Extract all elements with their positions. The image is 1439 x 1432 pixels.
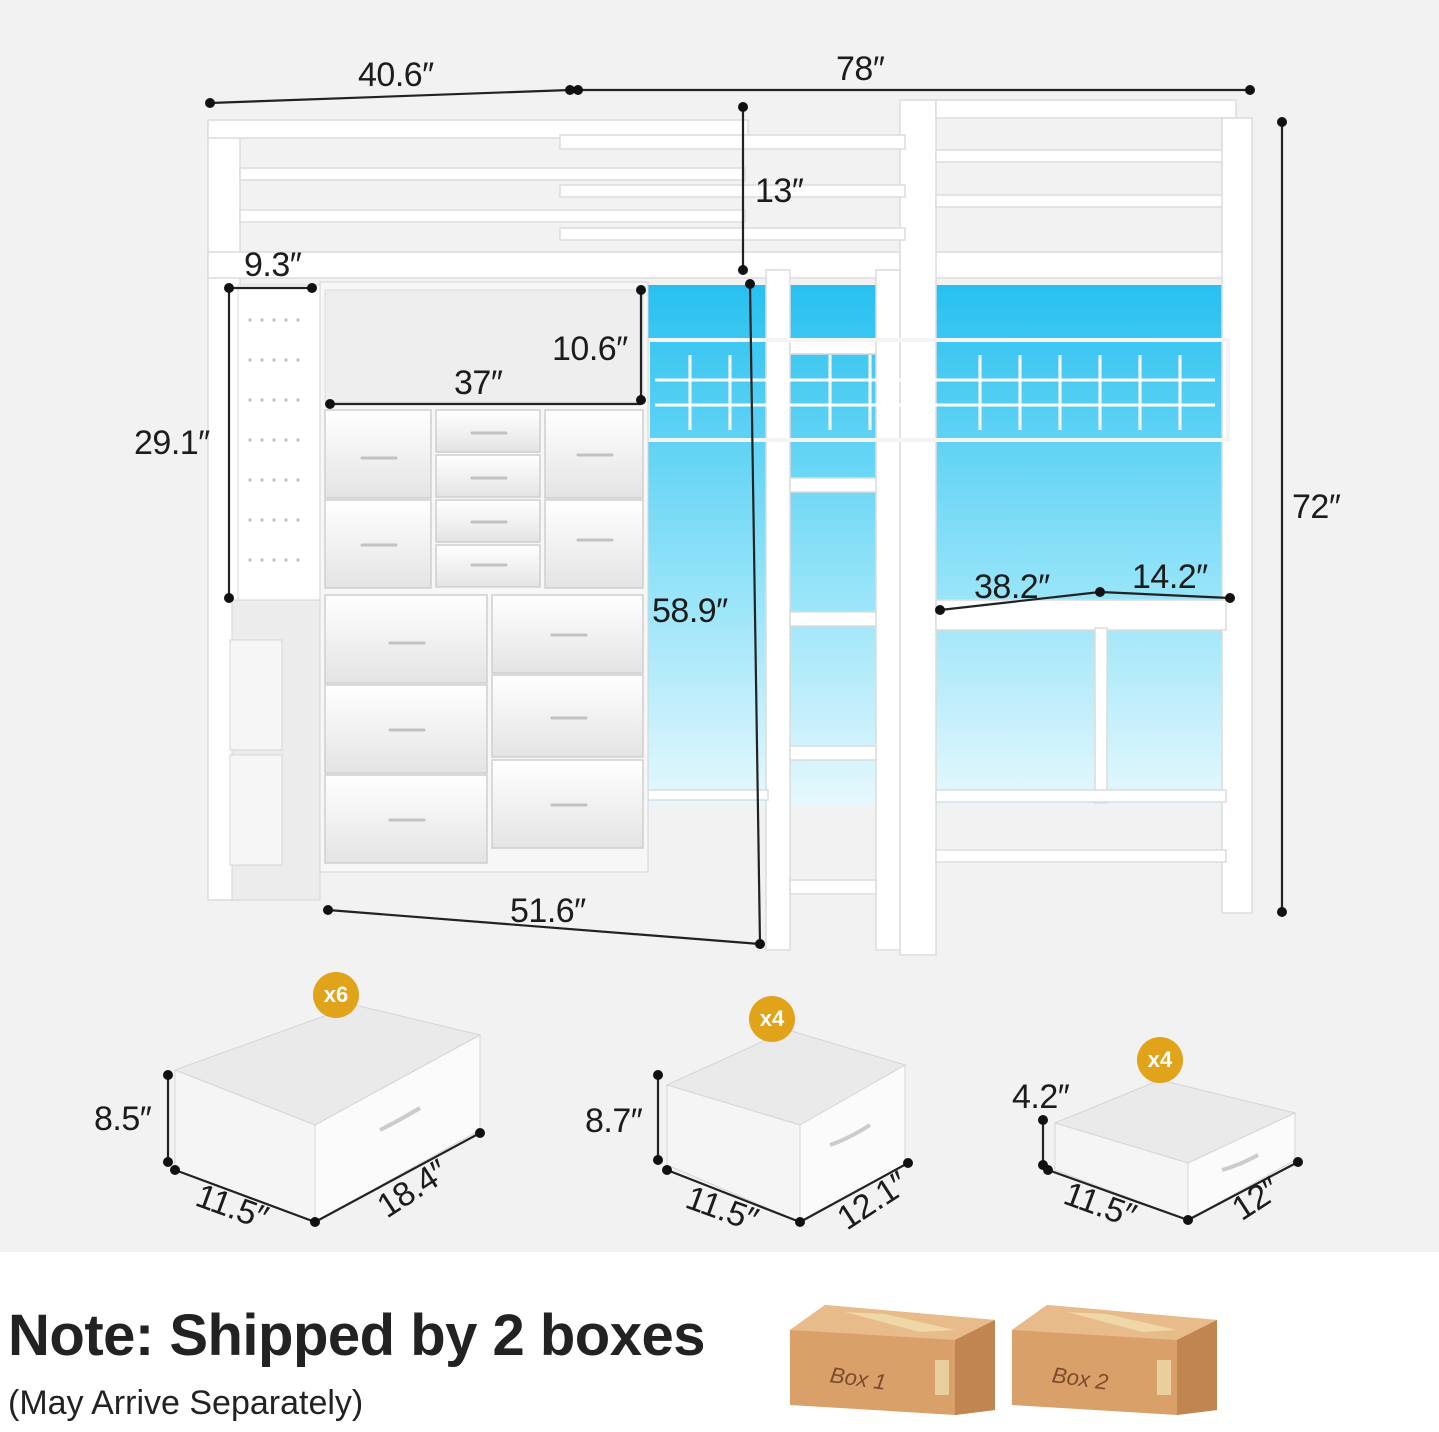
dim-total-length: 78″ — [836, 50, 885, 88]
loft-bed-illustration — [163, 85, 1303, 1227]
dimension-lines — [209, 88, 1284, 946]
dimension-dots — [205, 85, 1287, 949]
pegboard — [237, 284, 321, 601]
dim-pegboard-height: 29.1″ — [134, 424, 210, 462]
shipping-box-1 — [790, 1305, 995, 1415]
product-diagram: 40.6″ 78″ 13″ 72″ 9.3″ 10.6″ 37″ 29.1″ 5… — [0, 0, 1439, 1252]
shipping-note-subtitle: (May Arrive Separately) — [8, 1384, 364, 1422]
bed-frame — [207, 99, 1253, 956]
drawer-count-badge: x4 — [1137, 1037, 1183, 1083]
storage-bin-medium — [665, 1029, 907, 1223]
dresser — [319, 281, 649, 873]
drawer-height-label: 8.5″ — [94, 1100, 152, 1138]
dim-total-width: 40.6″ — [358, 56, 434, 94]
grid-panel — [655, 355, 1215, 430]
shipping-boxes — [790, 1305, 1217, 1415]
pegboard-holes — [248, 318, 300, 562]
dim-shelf-width: 37″ — [454, 364, 503, 402]
storage-bin-large — [173, 1004, 482, 1223]
dim-desk-depth: 14.2″ — [1132, 558, 1208, 596]
drawer-height-label: 8.7″ — [585, 1102, 643, 1140]
bin-dimension-lines — [166, 1075, 1299, 1224]
dim-shelf-height: 10.6″ — [552, 330, 628, 368]
storage-bin-small — [1053, 1079, 1297, 1221]
drawer-height-label: 4.2″ — [1012, 1078, 1070, 1116]
dim-under-bed-height: 58.9″ — [652, 592, 728, 630]
shipping-box-2 — [1012, 1305, 1217, 1415]
dim-dresser-width: 51.6″ — [510, 892, 586, 930]
dim-desk-width: 38.2″ — [974, 568, 1050, 606]
dim-side-depth: 9.3″ — [244, 246, 302, 284]
drawer-count-badge: x6 — [313, 972, 359, 1018]
shipping-note-title: Note: Shipped by 2 boxes — [8, 1303, 706, 1368]
drawer-count-badge: x4 — [749, 996, 795, 1042]
dim-total-height: 72″ — [1292, 488, 1341, 526]
dim-guardrail-height: 13″ — [755, 172, 804, 210]
